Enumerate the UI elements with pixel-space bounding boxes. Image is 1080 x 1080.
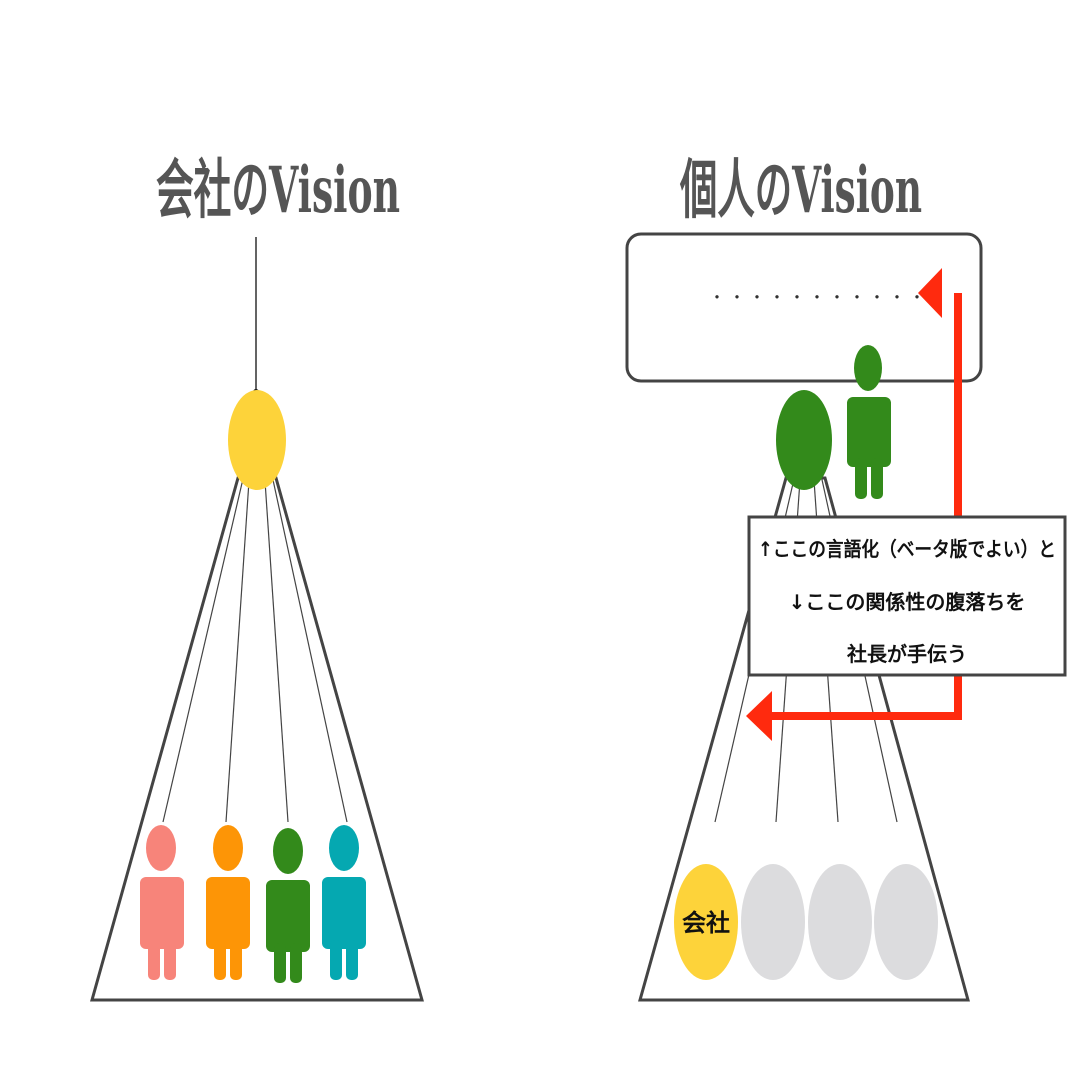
company-circle-label: 会社 <box>682 909 730 937</box>
employee-figure-4 <box>322 825 366 980</box>
personal-vision-box <box>625 232 983 383</box>
personal-vision-panel: 個人のVision ・・・・・・・・・・・ 会社 <box>625 153 1067 1002</box>
member-circles: 会社 <box>674 864 938 980</box>
feedback-arrow <box>746 268 962 741</box>
personal-vision-title: 個人のVision <box>679 153 922 228</box>
member-circle-4 <box>874 864 938 980</box>
employee-figure-3 <box>266 828 310 983</box>
note-line-1: ↑ここの言語化（ベータ版でよい）と <box>758 537 1056 561</box>
personal-vision-circle <box>776 390 832 490</box>
company-circle <box>674 864 738 980</box>
employee-figure-1 <box>140 825 184 980</box>
company-vision-title: 会社のVision <box>156 153 400 228</box>
people-to-vision-lines <box>162 464 348 823</box>
member-circle-2 <box>741 864 805 980</box>
company-vision-panel: 会社のVision <box>90 153 424 1002</box>
company-vision-circle <box>228 390 286 490</box>
member-circle-3 <box>808 864 872 980</box>
explanation-note: ↑ここの言語化（ベータ版でよい）と ↓ここの関係性の腹落ちを 社長が手伝う <box>747 515 1067 677</box>
employee-figure-2 <box>206 825 250 980</box>
note-line-3: 社長が手伝う <box>846 642 967 666</box>
personal-vision-placeholder: ・・・・・・・・・・・ <box>709 288 929 307</box>
individual-figure <box>847 345 891 499</box>
note-line-2: ↓ここの関係性の腹落ちを <box>789 590 1026 614</box>
